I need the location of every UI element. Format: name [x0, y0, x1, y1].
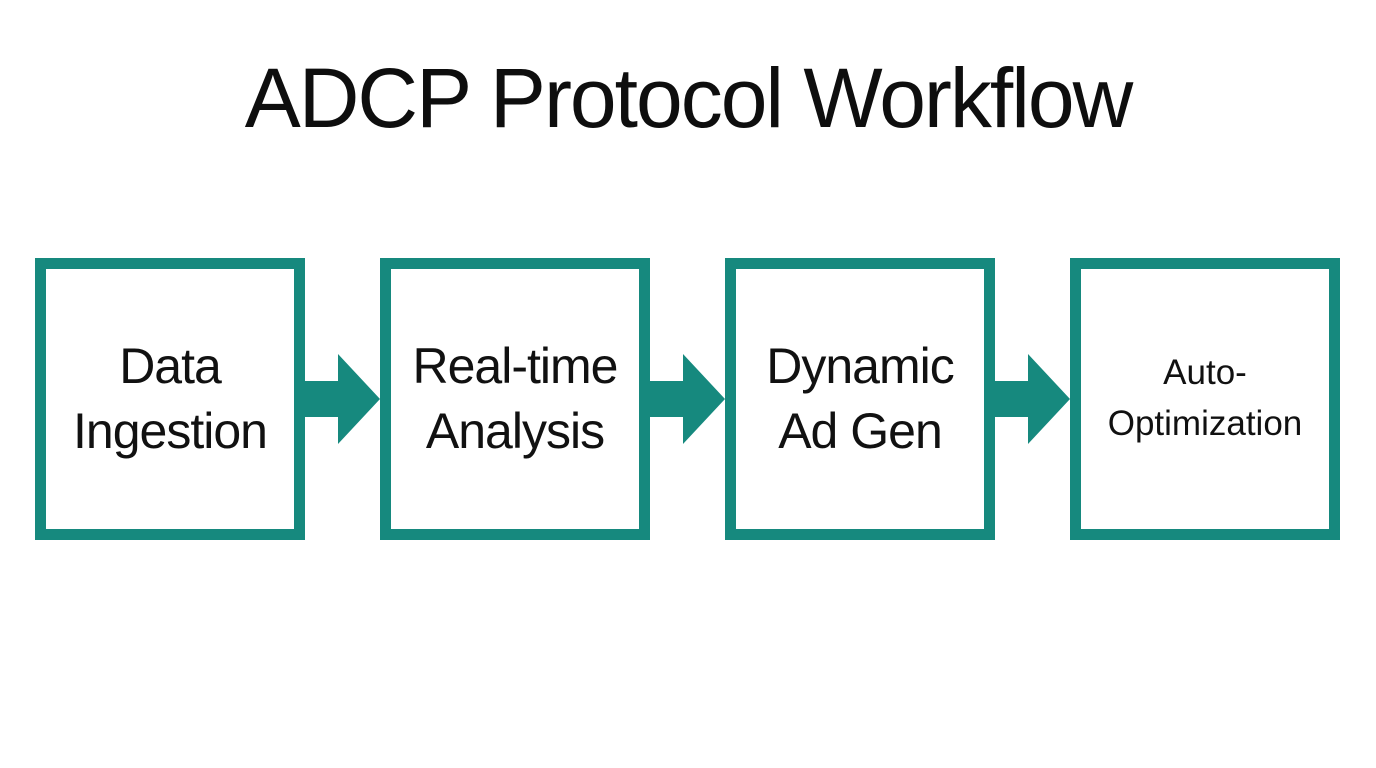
workflow-step-data-ingestion: Data Ingestion: [35, 258, 305, 540]
step-label: Real-time Analysis: [412, 334, 619, 464]
step-label-line: Auto-: [1163, 353, 1247, 393]
step-label: Data Ingestion: [73, 334, 268, 464]
flow-right-arrow-icon: [305, 354, 380, 444]
step-label-line: Real-time: [412, 338, 619, 394]
step-label-line: Optimization: [1107, 404, 1303, 443]
workflow-row: Data Ingestion Real-time Analysis Dynami…: [35, 258, 1340, 540]
step-label: Auto- Optimization: [1108, 348, 1303, 450]
step-label-line: Analysis: [425, 403, 605, 459]
step-label-line: Ad Gen: [778, 403, 943, 459]
flow-right-arrow-icon: [995, 354, 1070, 444]
flow-right-arrow-icon: [650, 354, 725, 444]
step-label: Dynamic Ad Gen: [766, 334, 954, 464]
workflow-step-real-time-analysis: Real-time Analysis: [380, 258, 650, 540]
workflow-step-dynamic-ad-gen: Dynamic Ad Gen: [725, 258, 995, 540]
diagram-title: ADCP Protocol Workflow: [244, 51, 1134, 145]
workflow-step-auto-optimization: Auto- Optimization: [1070, 258, 1340, 540]
step-label-line: Ingestion: [73, 403, 268, 459]
step-label-line: Dynamic: [766, 338, 954, 394]
step-label-line: Data: [119, 338, 222, 394]
